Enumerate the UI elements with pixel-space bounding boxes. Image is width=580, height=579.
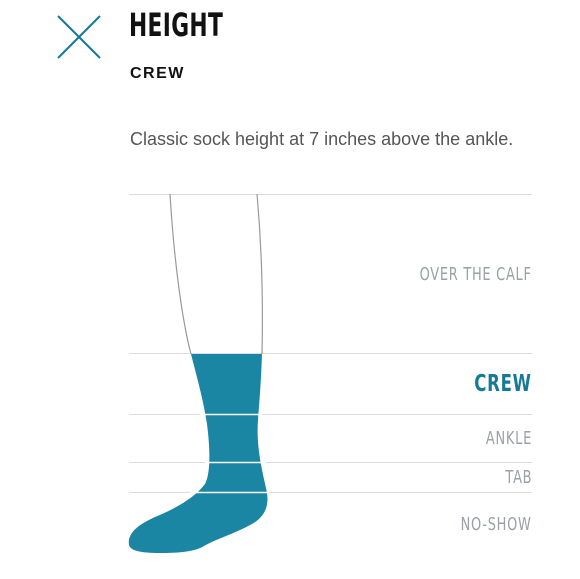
selected-height-subtitle: CREW [130,65,185,82]
height-option-tab[interactable]: TAB [505,467,532,488]
height-description: Classic sock height at 7 inches above th… [130,129,514,149]
divider-lines [129,194,532,493]
leg-outline-right [256,193,263,355]
height-option-no-show[interactable]: NO-SHOW [461,514,532,535]
height-option-over-the-calf[interactable]: OVER THE CALF [419,264,532,285]
leg-outline [169,193,263,355]
sock-shape [128,354,268,553]
sock-band-lines [190,413,269,494]
height-option-crew[interactable]: CREW [474,371,532,397]
leg-outline-left [169,193,192,355]
close-icon[interactable] [56,14,102,60]
height-option-ankle[interactable]: ANKLE [485,428,532,449]
page-title: HEIGHT [129,6,224,44]
